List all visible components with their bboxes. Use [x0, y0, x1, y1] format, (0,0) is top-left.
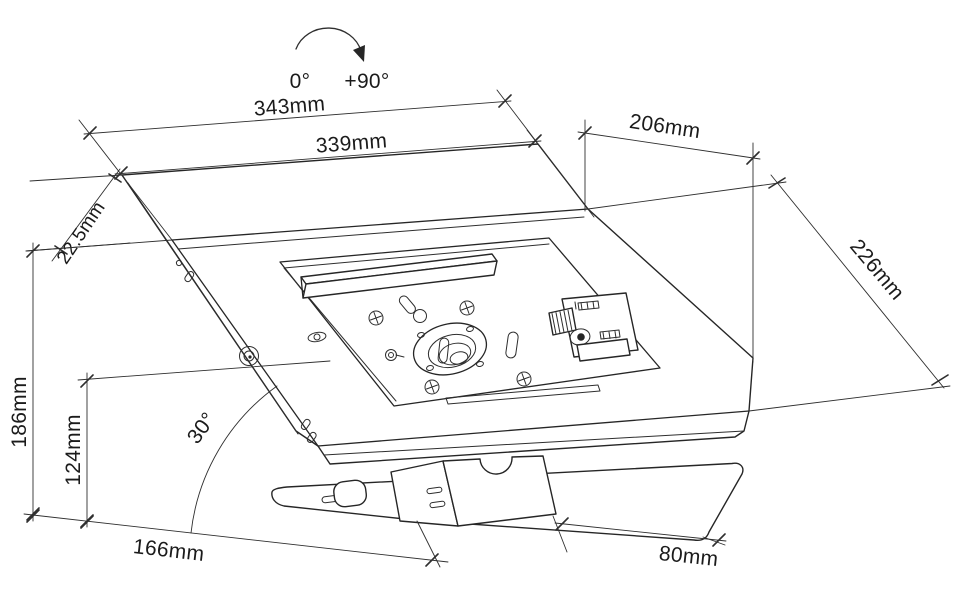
keyhole-slot — [398, 295, 416, 314]
dimension-outer-width: 343mm — [83, 89, 546, 154]
dim-label-206: 206mm — [628, 110, 702, 143]
loose-screw-stem — [395, 354, 405, 358]
boss-screw-hole — [476, 361, 484, 367]
rail-port-slot — [184, 271, 195, 283]
dim-tick — [768, 177, 949, 386]
clamp-screw-head — [577, 333, 585, 341]
extension-line — [748, 385, 951, 412]
dim-tick — [54, 173, 122, 255]
rotation-indicator: 0° +90° — [290, 27, 389, 93]
angle-arc — [190, 385, 278, 534]
boss-collar — [427, 333, 477, 369]
rail-port-slot — [306, 431, 317, 443]
extension-line — [416, 520, 441, 568]
rail-hole — [175, 259, 183, 267]
enclosure-foot — [333, 479, 368, 508]
cable-bar-front — [302, 260, 498, 299]
dim-line — [51, 168, 121, 262]
dimension-base-side: 80mm — [552, 515, 727, 571]
extension-line — [78, 119, 173, 241]
extension-line — [77, 360, 331, 381]
clamp-foot-block — [576, 338, 631, 362]
dim-line — [114, 140, 542, 175]
lock-pin — [248, 355, 252, 359]
dim-line — [770, 174, 945, 389]
dim-tick — [26, 509, 439, 567]
bracket-back-face — [442, 455, 557, 527]
dimension-base-depth: 166mm — [23, 509, 449, 568]
rotation-end-label: +90° — [344, 70, 389, 93]
bracket-slot — [426, 486, 443, 495]
dim-label-30deg: 30° — [183, 408, 221, 448]
rotation-arc — [295, 27, 362, 52]
cable-bar — [300, 253, 498, 299]
bracket-slot — [429, 500, 446, 509]
boss-screw-hole — [417, 332, 425, 338]
dim-label-339: 339mm — [315, 129, 388, 157]
vesa-recess — [279, 237, 661, 407]
panel-top-lip — [177, 216, 585, 250]
extension-line — [587, 181, 787, 210]
boss-screw-hole — [466, 326, 474, 332]
extension-line — [552, 515, 726, 553]
dim-tick — [578, 126, 760, 165]
keyhole-hole — [413, 309, 427, 323]
clamp-assembly — [548, 292, 639, 362]
rotation-start-label: 0° — [290, 70, 311, 93]
clamp-groove — [599, 329, 621, 340]
boss-bore — [449, 351, 469, 365]
clamp-groove-hatch — [574, 301, 595, 311]
panel-bottom-edge — [317, 410, 750, 447]
pill-slot — [437, 337, 450, 364]
dim-label-166: 166mm — [132, 535, 206, 566]
wing-screw — [307, 331, 327, 343]
stand-bracket — [390, 455, 557, 527]
rotation-boss — [412, 322, 488, 376]
knurl-hatch — [551, 309, 573, 335]
clamp-groove-hatch — [602, 331, 617, 340]
panel-slots — [307, 295, 519, 364]
dimension-total-height: 186mm — [8, 242, 131, 522]
extension-line — [25, 242, 131, 252]
dim-label-186: 186mm — [8, 376, 31, 448]
dim-line — [83, 100, 512, 135]
dim-line — [23, 513, 449, 563]
lock-keyhole-icon — [243, 350, 255, 362]
panel-screws — [368, 300, 532, 395]
boss-screw-hole — [426, 365, 434, 371]
dim-label-22-5: 22.5mm — [53, 198, 110, 268]
rotation-arrow-icon — [353, 45, 365, 62]
extension-line — [526, 129, 595, 218]
recess-bottom-slot — [445, 384, 601, 405]
dim-tick — [114, 134, 542, 180]
bottom-band-line — [323, 430, 745, 456]
rail-chamfer-line — [127, 182, 299, 435]
dim-label-80: 80mm — [658, 542, 720, 571]
dim-label-343: 343mm — [253, 92, 326, 120]
dimension-inner-width: 339mm — [114, 129, 595, 218]
recess-outline — [279, 237, 661, 407]
cable-bar-end — [300, 276, 304, 299]
wing-screw-center — [313, 333, 321, 341]
panel-top-edge — [171, 208, 589, 241]
dim-tick — [83, 94, 512, 140]
pill-slot — [505, 331, 519, 359]
dimension-tilt-angle: 30° — [183, 385, 278, 534]
rail-inner-edge — [171, 239, 319, 447]
dim-tick — [26, 244, 40, 521]
dim-tick — [555, 517, 726, 547]
dim-line — [554, 522, 727, 542]
dimension-pivot-height: 124mm — [62, 360, 331, 528]
dim-label-124: 124mm — [62, 414, 85, 486]
loose-screw-center — [388, 352, 394, 358]
rail-port-slot — [300, 418, 311, 430]
enclosure-body — [121, 143, 754, 465]
extension-line — [29, 174, 123, 182]
clamp-groove — [577, 300, 600, 311]
dim-label-226: 226mm — [845, 235, 909, 305]
dim-line — [577, 131, 761, 160]
lock-barrel — [239, 346, 259, 366]
boss-flange — [412, 322, 488, 376]
